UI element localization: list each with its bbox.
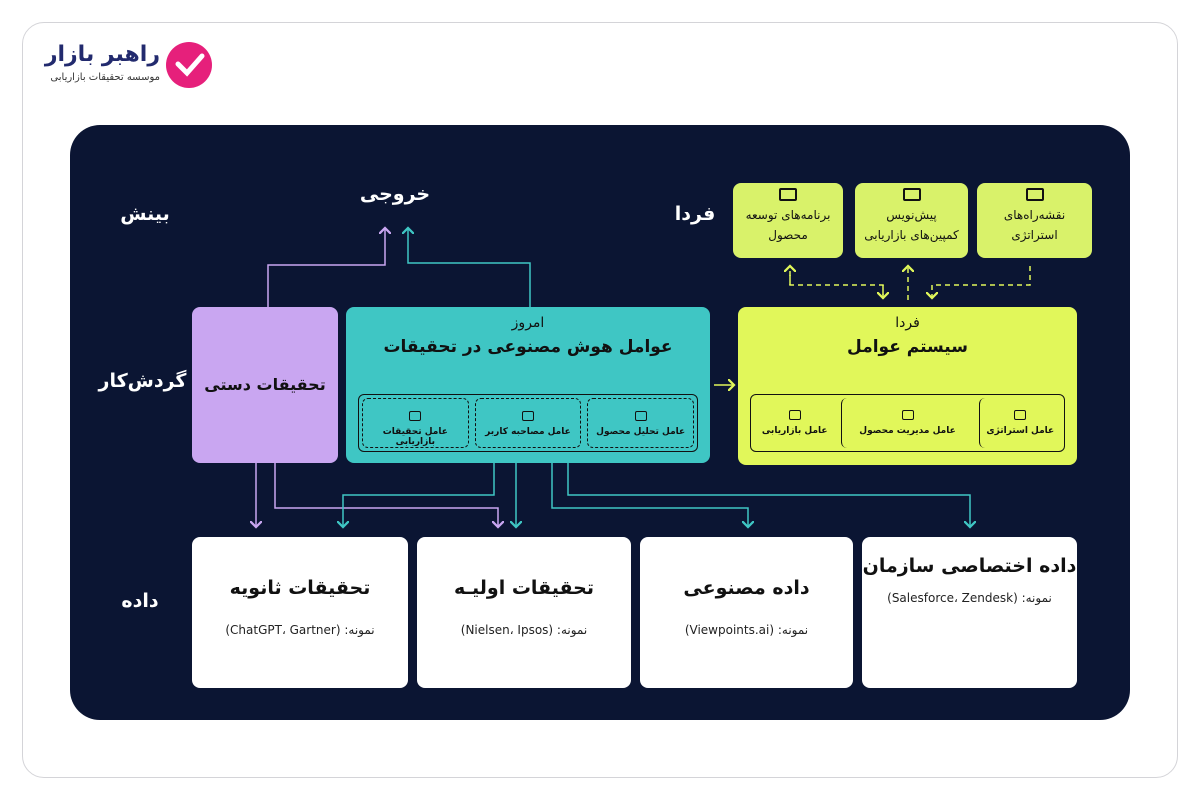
future-agents: عامل استراتژی عامل مدیریت محصول عامل باز… — [750, 394, 1065, 452]
agent-label: عامل مدیریت محصول — [859, 426, 956, 436]
agent-label: عامل استراتژی — [986, 426, 1055, 436]
output-text: محصول — [768, 228, 808, 242]
output-text: نقشه‌راه‌های — [1003, 208, 1066, 222]
data-card-title: داده اختصاصی سازمان — [862, 555, 1077, 577]
today-agents: عامل تحلیل محصول عامل مصاحبه کاربر عامل … — [358, 394, 698, 452]
output-text: استراتژی — [1011, 228, 1058, 242]
output-strategy-roadmaps: نقشه‌راه‌های استراتژی — [977, 183, 1092, 258]
agent-marketing-research: عامل تحقیقات بازاریابی — [361, 398, 469, 448]
today-ai-agents-box: امروز عوامل هوش مصنوعی در تحقیقات عامل ت… — [346, 307, 710, 463]
robot-icon — [634, 411, 647, 421]
robot-icon — [522, 411, 534, 421]
output-label: خروجی — [359, 183, 431, 205]
future-label: فردا — [674, 203, 716, 225]
agent-label: عامل تحلیل محصول — [596, 427, 686, 437]
data-card-primary: تحقیقات اولیـه نمونه: (Nielsen، Ipsos) — [417, 537, 631, 688]
data-card-secondary: تحقیقات ثانویه نمونه: (ChatGPT، Gartner) — [192, 537, 408, 688]
data-card-title: داده مصنوعی — [683, 577, 810, 599]
manual-research-box: تحقیقات دستی — [192, 307, 338, 463]
row-label-data: داده — [121, 590, 159, 612]
logo[interactable]: راهبر بازار موسسه تحقیقات بازاریابی — [40, 40, 212, 92]
logo-name: راهبر بازار — [44, 42, 160, 67]
future-subtitle: فردا — [895, 315, 920, 331]
row-label-workflow: گردش‌کار — [98, 370, 187, 392]
data-card-example: نمونه: (Nielsen، Ipsos) — [460, 623, 588, 637]
today-title: عوامل هوش مصنوعی در تحقیقات — [383, 337, 673, 357]
data-card-title: تحقیقات ثانویه — [229, 577, 371, 599]
output-text: برنامه‌های توسعه — [745, 208, 831, 222]
data-card-example: نمونه: (Salesforce، Zendesk) — [887, 591, 1052, 605]
output-text: پیش‌نویس — [886, 208, 937, 222]
data-card-title: تحقیقات اولیـه — [453, 577, 594, 599]
output-marketing-campaigns: پیش‌نویس کمپین‌های بازاریابی — [855, 183, 968, 258]
laptop-gear-icon — [1025, 188, 1044, 201]
data-card-synthetic: داده مصنوعی نمونه: (Viewpoints.ai) — [640, 537, 853, 688]
future-title: سیستم عوامل — [847, 337, 968, 357]
agent-strategy: عامل استراتژی — [978, 398, 1061, 448]
agent-user-interview: عامل مصاحبه کاربر — [474, 398, 582, 448]
agent-product-analysis: عامل تحلیل محصول — [587, 398, 694, 448]
agent-product-management: عامل مدیریت محصول — [841, 398, 972, 448]
laptop-gear-icon — [902, 188, 921, 201]
output-text: کمپین‌های بازاریابی — [864, 228, 959, 242]
robot-icon — [788, 410, 801, 420]
agent-label: عامل بازاریابی — [761, 426, 828, 436]
robot-icon — [901, 410, 914, 420]
robot-icon — [1014, 410, 1027, 420]
checkmark-logo-icon — [166, 42, 212, 88]
data-card-example: نمونه: (ChatGPT، Gartner) — [225, 623, 375, 637]
future-agent-system-box: فردا سیستم عوامل عامل استراتژی عامل مدیر… — [738, 307, 1077, 465]
agent-label: عامل تحقیقات بازاریابی — [382, 427, 448, 447]
agent-label: عامل مصاحبه کاربر — [485, 427, 571, 437]
logo-tagline: موسسه تحقیقات بازاریابی — [50, 72, 160, 83]
laptop-gear-icon — [779, 188, 797, 201]
data-card-proprietary: داده اختصاصی سازمان نمونه: (Salesforce، … — [862, 537, 1077, 688]
robot-icon — [409, 411, 422, 421]
agent-marketing: عامل بازاریابی — [754, 398, 835, 448]
today-subtitle: امروز — [511, 315, 545, 331]
data-card-example: نمونه: (Viewpoints.ai) — [684, 623, 809, 637]
output-product-plans: برنامه‌های توسعه محصول — [733, 183, 843, 258]
row-label-insight: بینش — [120, 203, 170, 225]
